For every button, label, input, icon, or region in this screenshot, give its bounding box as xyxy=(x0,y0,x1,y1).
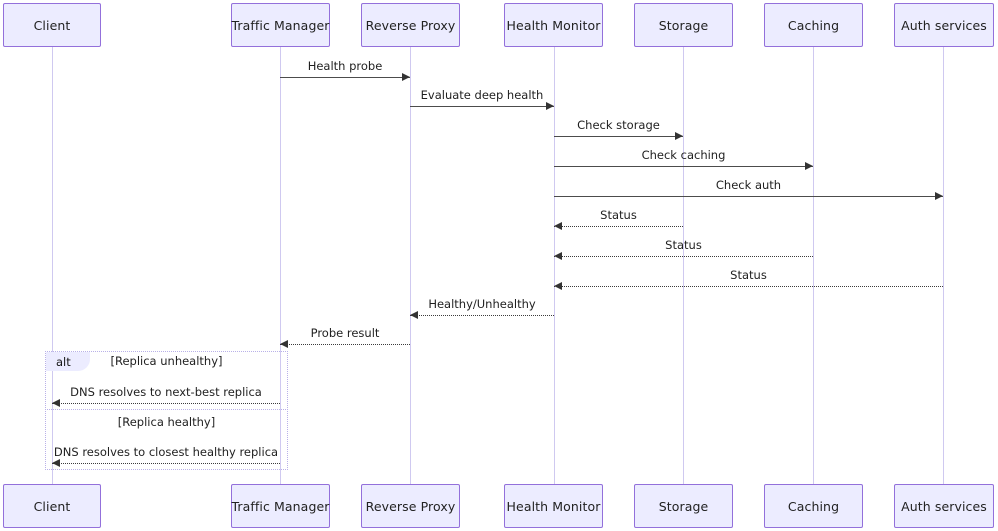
message-label: Evaluate deep health xyxy=(420,88,544,102)
participant-bottom-hm[interactable]: Health Monitor xyxy=(504,484,603,528)
message-line xyxy=(554,256,813,257)
participant-top-caching[interactable]: Caching xyxy=(764,3,863,47)
participant-label: Client xyxy=(33,17,71,33)
arrowhead-right xyxy=(935,192,943,200)
participant-label: Storage xyxy=(658,17,709,33)
participant-top-rp[interactable]: Reverse Proxy xyxy=(361,3,460,47)
message-label: Probe result xyxy=(310,326,380,340)
message-line xyxy=(410,106,554,107)
message-line xyxy=(52,463,280,464)
participant-bottom-caching[interactable]: Caching xyxy=(764,484,863,528)
participant-bottom-tm[interactable]: Traffic Manager xyxy=(231,484,330,528)
message-line xyxy=(280,344,410,345)
participant-bottom-auth[interactable]: Auth services xyxy=(894,484,994,528)
message-line xyxy=(280,77,410,78)
message-line xyxy=(52,403,280,404)
alt-fragment-box xyxy=(45,351,288,470)
message-label: Check caching xyxy=(641,148,726,162)
arrowhead-right xyxy=(402,73,410,81)
message-line xyxy=(554,196,943,197)
lifeline-client xyxy=(52,47,53,484)
participant-label: Reverse Proxy xyxy=(365,17,456,33)
arrowhead-left xyxy=(554,282,562,290)
message-line xyxy=(554,136,683,137)
alt-branch-condition: [Replica healthy] xyxy=(117,415,216,429)
lifeline-tm xyxy=(280,47,281,484)
participant-top-storage[interactable]: Storage xyxy=(634,3,733,47)
message-line xyxy=(554,286,943,287)
arrowhead-left xyxy=(52,399,60,407)
participant-label: Auth services xyxy=(901,17,987,33)
arrowhead-left xyxy=(410,311,418,319)
participant-label: Health Monitor xyxy=(506,498,601,514)
message-line xyxy=(410,315,554,316)
lifeline-auth xyxy=(943,47,944,484)
arrowhead-left xyxy=(52,459,60,467)
message-label: Health probe xyxy=(307,59,383,73)
message-label: Check storage xyxy=(577,118,660,132)
message-label: Status xyxy=(665,238,702,252)
participant-label: Caching xyxy=(787,498,840,514)
alt-fragment-divider xyxy=(45,409,288,410)
message-label: Check auth xyxy=(715,178,782,192)
message-label: DNS resolves to next-best replica xyxy=(70,385,262,399)
message-label: Status xyxy=(600,208,637,222)
participant-bottom-client[interactable]: Client xyxy=(3,484,101,528)
lifeline-storage xyxy=(683,47,684,484)
participant-label: Storage xyxy=(658,498,709,514)
lifeline-hm xyxy=(554,47,555,484)
participant-top-hm[interactable]: Health Monitor xyxy=(504,3,603,47)
arrowhead-right xyxy=(805,162,813,170)
arrowhead-left xyxy=(554,252,562,260)
arrowhead-right xyxy=(546,102,554,110)
participant-label: Caching xyxy=(787,17,840,33)
arrowhead-left xyxy=(280,340,288,348)
participant-bottom-storage[interactable]: Storage xyxy=(634,484,733,528)
participant-top-auth[interactable]: Auth services xyxy=(894,3,994,47)
lifeline-caching xyxy=(813,47,814,484)
message-label: Status xyxy=(730,268,767,282)
participant-label: Reverse Proxy xyxy=(365,498,456,514)
alt-fragment-tag: alt xyxy=(46,352,90,371)
participant-label: Health Monitor xyxy=(506,17,601,33)
lifeline-rp xyxy=(410,47,411,484)
message-line xyxy=(554,226,683,227)
arrowhead-left xyxy=(554,222,562,230)
participant-label: Traffic Manager xyxy=(231,17,330,33)
alt-branch-condition: [Replica unhealthy] xyxy=(110,354,223,368)
participant-label: Traffic Manager xyxy=(231,498,330,514)
arrowhead-right xyxy=(675,132,683,140)
message-line xyxy=(554,166,813,167)
participant-top-tm[interactable]: Traffic Manager xyxy=(231,3,330,47)
participant-label: Client xyxy=(33,498,71,514)
participant-bottom-rp[interactable]: Reverse Proxy xyxy=(361,484,460,528)
participant-label: Auth services xyxy=(901,498,987,514)
participant-top-client[interactable]: Client xyxy=(3,3,101,47)
message-label: DNS resolves to closest healthy replica xyxy=(53,445,279,459)
message-label: Healthy/Unhealthy xyxy=(428,297,536,311)
